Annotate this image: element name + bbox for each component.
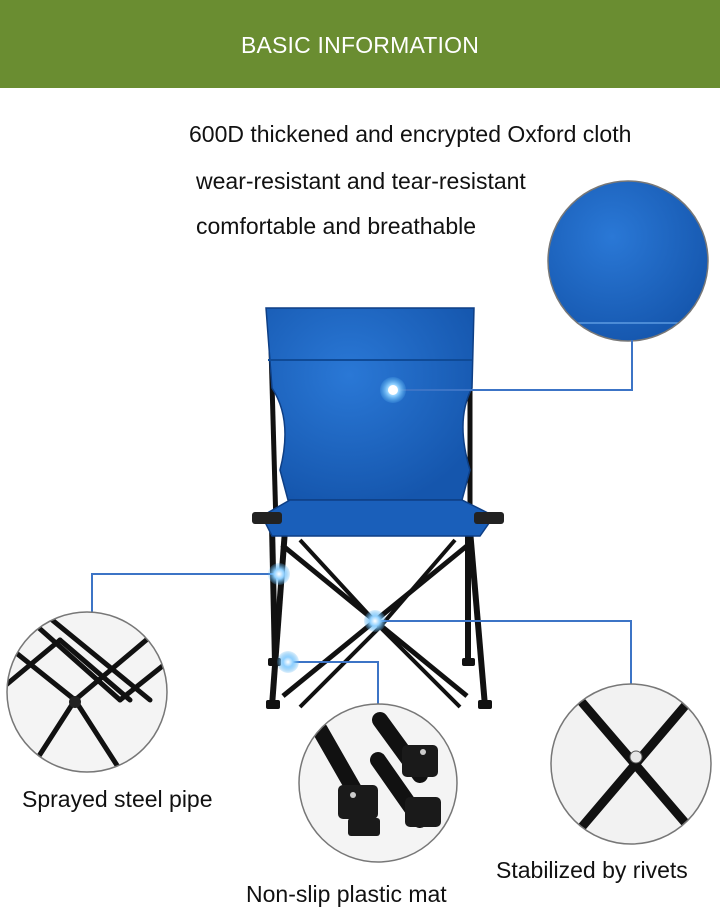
callout-dots <box>268 377 406 673</box>
pipe-detail-icon <box>6 611 168 773</box>
fabric-detail-icon <box>547 180 709 342</box>
chair-illustration-icon <box>252 307 504 709</box>
feature-line-1: 600D thickened and encrypted Oxford clot… <box>189 121 632 147</box>
page-title: BASIC INFORMATION <box>240 31 480 58</box>
caption-steel-pipe: Sprayed steel pipe <box>22 786 213 812</box>
feature-line-3: comfortable and breathable <box>196 213 477 239</box>
header-banner: BASIC INFORMATION <box>0 0 720 88</box>
mat-detail-icon <box>298 703 458 863</box>
rivet-detail-icon <box>550 683 712 845</box>
callout-lines <box>91 340 633 704</box>
feature-line-2: wear-resistant and tear-resistant <box>196 168 526 194</box>
caption-rivets: Stabilized by rivets <box>496 857 688 883</box>
caption-plastic-mat: Non-slip plastic mat <box>246 881 447 907</box>
